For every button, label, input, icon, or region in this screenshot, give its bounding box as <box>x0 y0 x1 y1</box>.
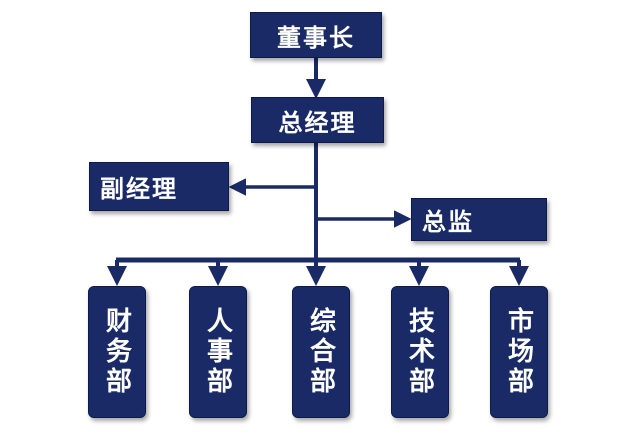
director-label: 总监 <box>422 208 474 236</box>
deputy-manager-label: 副经理 <box>100 175 178 203</box>
department-box-marketing: 市场部 <box>490 286 548 418</box>
general-manager-box: 总经理 <box>251 97 384 143</box>
deputy-manager-box: 副经理 <box>89 162 229 211</box>
department-label: 市场部 <box>503 307 534 397</box>
general-manager-label: 总经理 <box>278 108 357 137</box>
chairman-box: 董事长 <box>250 12 382 58</box>
department-box-general-affairs: 综合部 <box>292 286 350 418</box>
chairman-label: 董事长 <box>277 23 355 52</box>
department-label: 财务部 <box>101 307 132 397</box>
department-box-finance: 财务部 <box>88 286 146 418</box>
department-box-hr: 人事部 <box>189 286 247 418</box>
department-label: 人事部 <box>202 307 233 397</box>
department-label: 综合部 <box>305 307 336 397</box>
director-box: 总监 <box>411 198 547 241</box>
department-box-technology: 技术部 <box>391 286 449 418</box>
department-label: 技术部 <box>404 307 435 397</box>
